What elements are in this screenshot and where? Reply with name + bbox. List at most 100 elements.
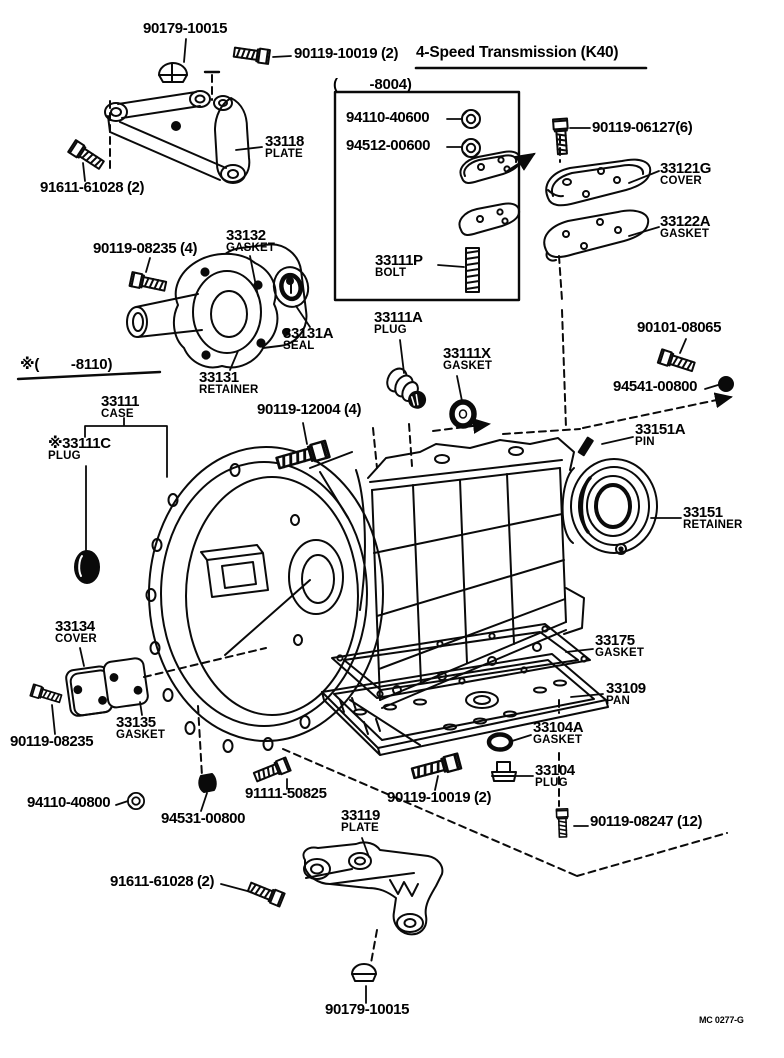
- gasket-33135-drawing: [102, 657, 149, 709]
- part-description: RETAINER: [683, 519, 743, 532]
- retainer-33131-drawing: [126, 243, 310, 369]
- retainer-33151-drawing: [561, 436, 658, 555]
- bolt-90119-08235-4-drawing: [128, 271, 168, 295]
- box-to-cover-arrow: [504, 152, 536, 174]
- part-description: PIN: [635, 436, 655, 449]
- part-number: 33111: [101, 393, 140, 410]
- bolt-91111-50825-drawing: [251, 756, 292, 785]
- part-number: ※33111C: [48, 435, 111, 452]
- plug-90179-bottom-drawing: [351, 963, 377, 982]
- part-description: GASKET: [533, 734, 583, 747]
- gear-case-drawing: [367, 437, 585, 709]
- part-number: 91611-61028 (2): [40, 179, 145, 196]
- part-number: 33131A: [283, 325, 334, 342]
- part-number: 94110-40800: [27, 794, 111, 811]
- part-number: 33121G: [660, 160, 711, 177]
- part-number: 33104A: [533, 719, 584, 736]
- part-number: 33118: [265, 133, 304, 150]
- part-number: 33151: [683, 504, 723, 521]
- page-title: 4-Speed Transmission (K40): [416, 44, 619, 61]
- bolt-91611-top-drawing: [67, 139, 107, 172]
- part-number: 90119-10019 (2): [294, 45, 399, 62]
- part-description: COVER: [55, 633, 97, 646]
- part-description: PLATE: [265, 148, 303, 161]
- bolt-90101-08065-drawing: [656, 348, 697, 375]
- part-number: 91111-50825: [245, 785, 327, 802]
- part-number: 33131: [199, 369, 239, 386]
- bolt-90119-10019-b-drawing: [410, 752, 463, 783]
- part-description: GASKET: [116, 729, 166, 742]
- part-label-90119-10019-top: 90119-10019 (2): [294, 45, 399, 62]
- part-number: 94110-40600: [346, 109, 430, 126]
- plug-33111A-drawing: [386, 367, 427, 409]
- part-label-94110-40600: 94110-40600: [346, 109, 430, 126]
- plug-94531-drawing: [198, 773, 217, 793]
- leader-lines: [51, 38, 719, 1004]
- part-label-91611-61028-top: 91611-61028 (2): [40, 179, 145, 196]
- gasket-33104A-drawing: [486, 732, 514, 752]
- part-number: 33111X: [443, 345, 491, 362]
- part-label-90119-06127: 90119-06127(6): [592, 119, 693, 136]
- range-label-8004: ( -8004): [333, 76, 412, 93]
- cover-33121G-drawing: [545, 158, 652, 207]
- part-number: 33175: [595, 632, 635, 649]
- part-number: 90119-12004 (4): [257, 401, 362, 418]
- part-description: RETAINER: [199, 384, 259, 397]
- part-description: GASKET: [443, 360, 493, 373]
- part-number: 33119: [341, 807, 380, 824]
- part-number: 90119-08247 (12): [590, 813, 703, 830]
- bolt-90119-12004-drawing: [274, 439, 331, 473]
- part-description: GASKET: [660, 228, 710, 241]
- part-number: 33111P: [375, 252, 423, 269]
- part-number: 90101-08065: [637, 319, 722, 336]
- bolt-90119-10019-top-drawing: [232, 44, 271, 65]
- bell-housing-33111-drawing: [145, 446, 421, 753]
- part-number: 33134: [55, 618, 95, 635]
- stud-33111P-drawing: [465, 247, 480, 293]
- part-number: 91611-61028 (2): [110, 873, 215, 890]
- plug-33104-drawing: [491, 761, 517, 782]
- part-number: 94531-00800: [161, 810, 246, 827]
- nut-94110-40800-drawing: [127, 792, 146, 810]
- part-label-94110-40800: 94110-40800: [27, 794, 111, 811]
- part-number: 94541-00800: [613, 378, 698, 395]
- part-description: COVER: [660, 175, 702, 188]
- parts-box-8004: [333, 90, 536, 302]
- part-number: 33109: [606, 680, 646, 697]
- part-number: 90179-10015: [143, 20, 228, 37]
- pin-33151A-drawing: [577, 436, 594, 457]
- part-description: CASE: [101, 408, 134, 421]
- part-number: 90119-06127(6): [592, 119, 693, 136]
- part-number: 33122A: [660, 213, 711, 230]
- part-label-90119-08247: 90119-08247 (12): [590, 813, 703, 830]
- bracket-33119-drawing: [302, 841, 444, 936]
- part-label-90119-12004: 90119-12004 (4): [257, 401, 362, 418]
- hardware-icons: [29, 44, 734, 982]
- part-number: 33111A: [374, 309, 423, 326]
- part-description: SEAL: [283, 340, 315, 353]
- page-code: MC 0277-G: [699, 1015, 744, 1025]
- bolt-90119-08235-b-drawing: [29, 683, 64, 706]
- gasket-33111X-drawing: [449, 399, 477, 429]
- part-label-91611-61028-b: 91611-61028 (2): [110, 873, 215, 890]
- part-description: BOLT: [375, 267, 407, 280]
- oil-pan-33109-drawing: [321, 653, 609, 756]
- part-description: PAN: [606, 695, 631, 708]
- part-description: GASKET: [226, 242, 276, 255]
- part-label-90179-10015-top: 90179-10015: [143, 20, 228, 37]
